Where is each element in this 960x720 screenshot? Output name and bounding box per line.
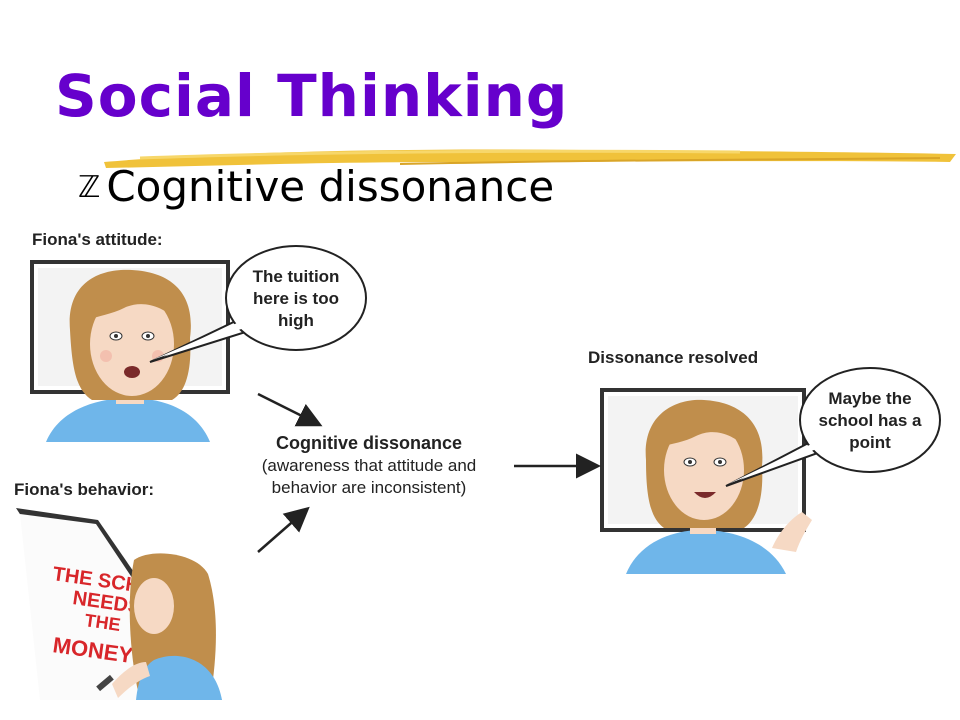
attitude-panel [30, 260, 230, 442]
behavior-label: Fiona's behavior: [14, 480, 155, 499]
behavior-panel: THE SCHOOL NEEDS THE MONEY! [16, 508, 222, 700]
attitude-label: Fiona's attitude: [32, 230, 163, 249]
slide-title: Social Thinking [55, 62, 569, 130]
bubble-line: here is too [253, 289, 339, 308]
dissonance-desc-line: (awareness that attitude and [261, 456, 477, 475]
bullet-text: Cognitive dissonance [106, 162, 555, 211]
attitude-speech-bubble [149, 245, 367, 363]
bubble-line: school has a [818, 411, 922, 430]
bubble-line: point [849, 433, 891, 452]
resolved-speech-bubble [725, 367, 941, 487]
highlighter-stroke [104, 149, 956, 168]
attitude-bubble-text: The tuition here is too high [226, 266, 366, 332]
resolved-label: Dissonance resolved [588, 348, 759, 367]
z-bullet-icon: ℤ [78, 170, 101, 205]
resolved-bubble-text: Maybe the school has a point [800, 388, 940, 454]
bubble-line: Maybe the [828, 389, 912, 408]
resolved-panel [600, 388, 812, 574]
bubble-line: high [278, 311, 314, 330]
bubble-line: The tuition [252, 267, 340, 286]
arrow-attitude-to-dissonance [257, 392, 323, 427]
svg-text:THE: THE [83, 610, 121, 635]
dissonance-desc-line: behavior are inconsistent) [271, 478, 467, 497]
dissonance-caption: Cognitive dissonance (awareness that att… [212, 431, 526, 499]
arrow-behavior-to-dissonance [257, 506, 310, 553]
dissonance-title: Cognitive dissonance [275, 433, 463, 453]
